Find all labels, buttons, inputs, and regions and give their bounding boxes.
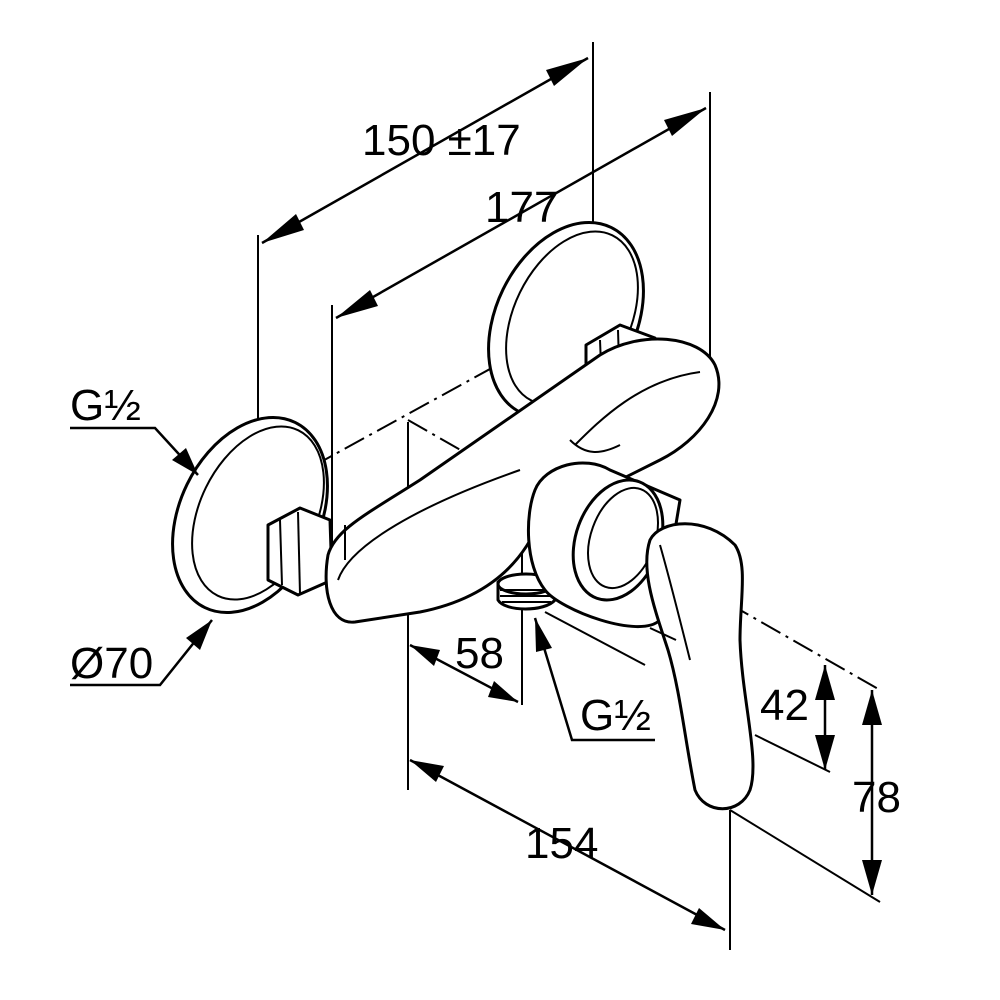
arrow-58-left (410, 645, 440, 666)
arrow-150-left (262, 214, 304, 243)
arrow-78-bottom (862, 860, 882, 895)
dim-label-177: 177 (485, 183, 558, 232)
arrow-78-top (862, 690, 882, 725)
cartridge-housing (527, 461, 682, 629)
arrow-154-left (410, 760, 444, 782)
arrow-177-left (336, 290, 378, 318)
dim-label-g-left: G½ (70, 381, 141, 430)
dimension-lines (70, 56, 882, 932)
arrow-42-bottom (815, 735, 835, 770)
arrow-154-right (691, 908, 725, 930)
dimension-labels: 150 ±17 177 G½ Ø70 58 G½ 42 78 154 (70, 116, 901, 868)
shower-outlet (496, 572, 557, 611)
dim-label-dia-70: Ø70 (70, 639, 153, 688)
left-wall-rosette (171, 415, 329, 615)
arrow-dia-70 (186, 620, 212, 650)
arrow-58-right (488, 681, 518, 702)
dim-label-g-outlet: G½ (580, 691, 651, 740)
arrow-177-right (664, 108, 706, 136)
arrow-g-left (172, 448, 198, 475)
dim-label-42: 42 (760, 681, 809, 730)
arrow-g-outlet (535, 618, 552, 652)
arrow-42-top (815, 665, 835, 700)
dim-label-150: 150 ±17 (362, 116, 521, 165)
arrow-150-right (546, 58, 588, 86)
dim-label-58: 58 (455, 629, 504, 678)
dim-label-78: 78 (852, 773, 901, 822)
left-eccentric-connector (266, 506, 334, 597)
mixer-body (324, 337, 721, 624)
lever-handle (645, 522, 755, 811)
dim-label-154: 154 (525, 819, 598, 868)
